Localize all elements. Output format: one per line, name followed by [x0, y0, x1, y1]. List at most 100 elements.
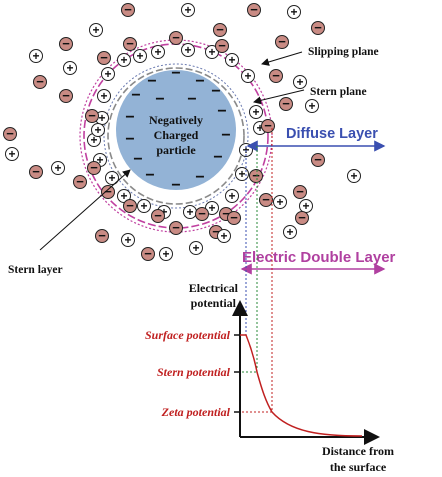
svg-text:−: −	[264, 118, 272, 133]
svg-text:−: −	[272, 68, 280, 83]
svg-text:+: +	[256, 121, 263, 135]
svg-text:−: −	[98, 228, 106, 243]
svg-text:+: +	[220, 229, 227, 243]
positive-ion: +	[305, 99, 319, 113]
svg-text:+: +	[96, 153, 103, 167]
surface-negative-charge: −	[145, 167, 154, 184]
negative-ion: −	[141, 246, 155, 261]
stern-plane-ring	[103, 63, 249, 209]
svg-text:−: −	[314, 152, 322, 167]
svg-text:−: −	[154, 208, 162, 223]
surface-negative-charge: −	[187, 91, 196, 108]
particle-surface-charges: −−−−−−−−−−−−−−−−	[125, 65, 230, 194]
surface-negative-charge: −	[131, 87, 140, 104]
svg-text:−: −	[296, 184, 304, 199]
positive-ion: +	[287, 5, 301, 19]
positive-ion: +	[63, 61, 77, 75]
surface-negative-charge: −	[171, 177, 180, 194]
svg-text:−: −	[124, 2, 132, 17]
surface-potential-label: Surface potential	[145, 328, 231, 342]
slipping-plane-pointer	[261, 51, 303, 66]
positive-ion: +	[283, 225, 297, 239]
negative-ion: −	[29, 164, 43, 179]
positive-ion: +	[249, 105, 263, 119]
positive-ion: +	[89, 23, 103, 37]
svg-text:+: +	[120, 189, 127, 203]
negative-ion: −	[3, 126, 17, 141]
positive-ion: +	[137, 199, 151, 213]
zeta-potential-label: Zeta potential	[161, 405, 231, 419]
ion-cloud: ++++++++++++++++++++++++−−−−−−−−−−−−−+−+…	[3, 2, 361, 261]
surface-negative-charge: −	[221, 127, 230, 144]
negative-ion: −	[169, 220, 183, 235]
negative-ion: −	[123, 198, 137, 213]
svg-text:+: +	[228, 53, 235, 67]
svg-text:+: +	[124, 233, 131, 247]
svg-text:−: −	[32, 164, 40, 179]
svg-text:+: +	[252, 105, 259, 119]
positive-ion: +	[225, 53, 239, 67]
x-axis-label-line2: the surface	[330, 460, 387, 474]
svg-text:−: −	[6, 126, 14, 141]
svg-text:−: −	[216, 22, 224, 37]
svg-text:−: −	[88, 108, 96, 123]
stern-potential-label: Stern potential	[157, 365, 231, 379]
svg-text:+: +	[104, 67, 111, 81]
svg-text:−: −	[100, 50, 108, 65]
svg-text:+: +	[120, 53, 127, 67]
svg-text:−: −	[278, 34, 286, 49]
svg-text:+: +	[160, 205, 167, 219]
positive-ion: +	[51, 161, 65, 175]
positive-ion: +	[347, 169, 361, 183]
surface-negative-charge: −	[195, 73, 204, 90]
negative-ion: −	[311, 20, 325, 35]
negative-ion: −	[195, 206, 209, 221]
svg-text:+: +	[8, 147, 15, 161]
negative-ion: −	[169, 30, 183, 45]
svg-text:+: +	[186, 205, 193, 219]
positive-ion: +	[241, 69, 255, 83]
svg-text:+: +	[94, 123, 101, 137]
svg-text:+: +	[238, 167, 245, 181]
svg-text:−: −	[172, 30, 180, 45]
positive-ion: +	[117, 53, 131, 67]
svg-text:+: +	[276, 195, 283, 209]
positive-ion: +	[29, 49, 43, 63]
y-axis-label-line2: potential	[191, 296, 237, 310]
negative-ion: −	[97, 50, 111, 65]
svg-text:+: +	[208, 45, 215, 59]
surface-negative-charge: −	[211, 83, 220, 100]
negative-ion: −	[269, 68, 283, 83]
y-axis-label-line1: Electrical	[189, 281, 239, 295]
svg-text:+: +	[244, 69, 251, 83]
svg-text:−: −	[62, 36, 70, 51]
negative-ion: −	[249, 168, 263, 183]
surface-negative-charge: −	[147, 73, 156, 90]
surface-negative-charge: −	[217, 103, 226, 120]
slipping-plane-label: Slipping plane	[308, 46, 379, 58]
negative-ion: −	[279, 96, 293, 111]
stern-plane-label: Stern plane	[310, 86, 367, 98]
positive-ion: +	[189, 241, 203, 255]
surface-negative-charge: −	[213, 149, 222, 166]
svg-text:+: +	[66, 61, 73, 75]
positive-ion: +	[117, 189, 131, 203]
surface-negative-charge: −	[133, 151, 142, 168]
svg-text:−: −	[282, 96, 290, 111]
edl-label: Electric Double Layer	[242, 249, 396, 266]
diffuse-layer-label: Diffuse Layer	[286, 126, 378, 142]
svg-text:+: +	[140, 199, 147, 213]
positive-ion: +	[97, 89, 111, 103]
svg-text:+: +	[100, 89, 107, 103]
negative-ion: −	[123, 36, 137, 51]
negative-ion: −	[121, 2, 135, 17]
negative-ion: −	[33, 74, 47, 89]
svg-text:−: −	[62, 88, 70, 103]
positive-ion: +	[293, 75, 307, 89]
positive-ion: +	[181, 3, 195, 17]
svg-text:+: +	[32, 49, 39, 63]
svg-text:+: +	[308, 99, 315, 113]
negative-ion: −	[95, 228, 109, 243]
svg-text:−: −	[76, 174, 84, 189]
